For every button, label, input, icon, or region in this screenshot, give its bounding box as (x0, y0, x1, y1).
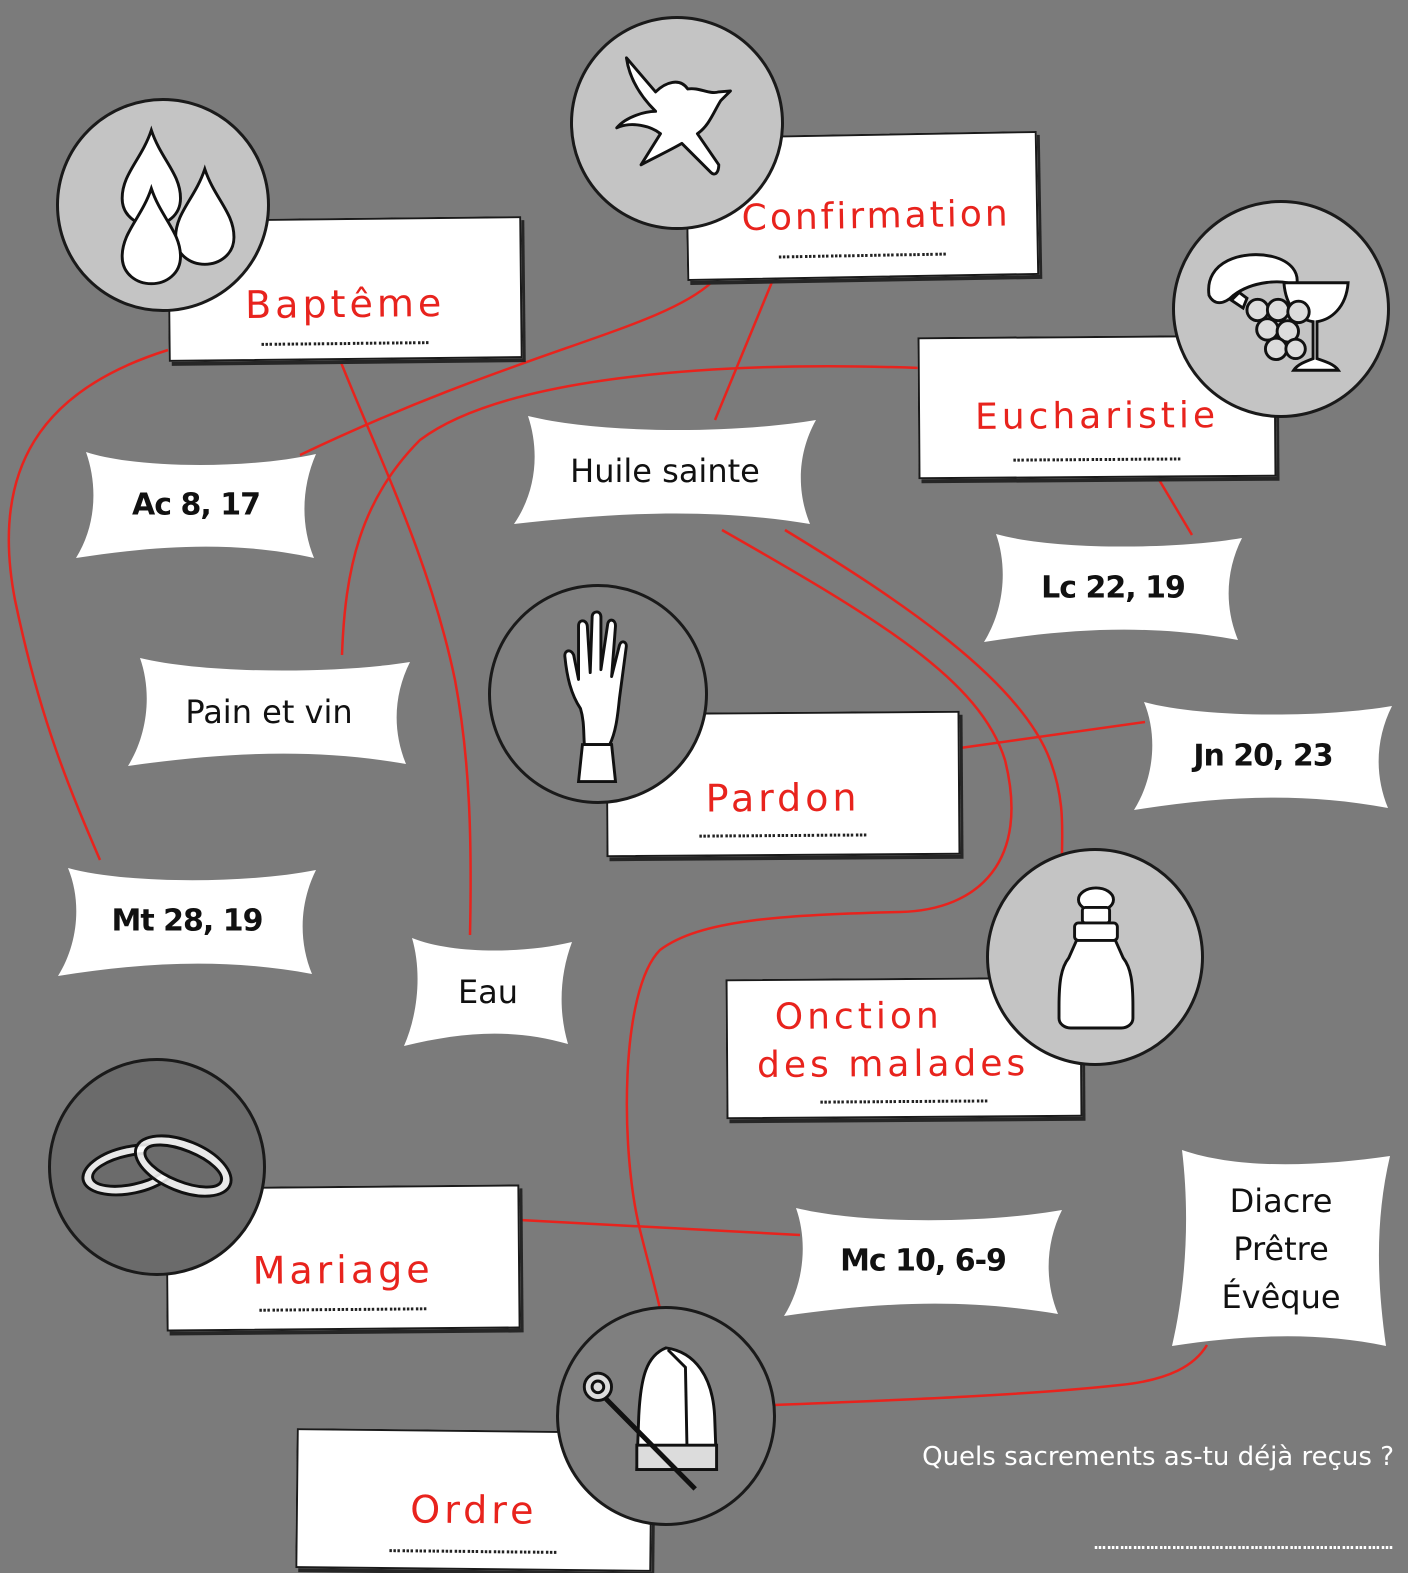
link-confirmation-ac (299, 281, 713, 457)
link-bapteme-eau (338, 359, 472, 936)
tag-pain[interactable]: Pain et vin (126, 654, 412, 770)
mariage-answer-blank[interactable]: ………………………………… (258, 1291, 429, 1317)
tag-ref-mc[interactable]: Mc 10, 6-9 (782, 1202, 1064, 1320)
confirmation-title: Confirmation (741, 193, 1011, 240)
ref-lc-text: Lc 22, 19 (1041, 570, 1186, 606)
dove-icon (615, 56, 732, 176)
link-huile-onction (784, 528, 1064, 856)
link-huile-ordre (625, 528, 1013, 1346)
tag-ref-mt[interactable]: Mt 28, 19 (56, 862, 318, 980)
tag-shape (514, 416, 816, 524)
water-drops-icon (120, 125, 236, 286)
oil-flask-icon (1057, 886, 1135, 1030)
huile-text: Huile sainte (570, 452, 760, 490)
tag-shape (1134, 702, 1392, 810)
blessing-hand-icon (563, 610, 628, 784)
tag-ref-ac[interactable]: Ac 8, 17 (74, 446, 318, 564)
tag-shape (984, 534, 1242, 642)
bapteme-answer-blank[interactable]: ………………………………… (260, 325, 431, 351)
eucharistie-title: Eucharistie (974, 395, 1220, 438)
link-bapteme-mt (7, 348, 169, 861)
tag-ref-jn[interactable]: Jn 20, 23 (1132, 698, 1394, 814)
question-text: Quels sacrements as-tu déjà reçus ? (922, 1442, 1394, 1472)
pardon-medallion (488, 584, 708, 804)
onction-title-line2: des malades (756, 1043, 1030, 1087)
pardon-answer-blank[interactable]: ………………………………… (698, 817, 869, 843)
ref-mc-text: Mc 10, 6-9 (840, 1243, 1007, 1279)
eucharistie-medallion (1172, 200, 1390, 418)
tag-ref-lc[interactable]: Lc 22, 19 (982, 530, 1244, 646)
bapteme-medallion (56, 98, 270, 312)
onction-answer-blank[interactable]: ………………………………… (819, 1083, 990, 1109)
confirmation-medallion (570, 16, 784, 230)
ref-jn-text: Jn 20, 23 (1193, 738, 1333, 774)
tag-shape (76, 452, 316, 558)
tag-ordres[interactable]: Diacre Prêtre Évêque (1170, 1146, 1392, 1352)
mitre-crozier-icon (582, 1346, 719, 1491)
tag-eau[interactable]: Eau (402, 934, 574, 1050)
ordres-text: Diacre Prêtre Évêque (1221, 1182, 1341, 1316)
link-mariage-mc (519, 1218, 801, 1237)
pain-text: Pain et vin (185, 693, 353, 731)
link-eucharistie-pain (340, 365, 921, 656)
wedding-rings-icon (81, 1134, 233, 1198)
tag-shape (404, 938, 572, 1046)
confirmation-answer-blank[interactable]: ………………………………… (777, 236, 948, 264)
mariage-medallion (48, 1058, 266, 1276)
onction-medallion (986, 848, 1204, 1066)
eau-text: Eau (457, 973, 519, 1011)
ref-mt-text: Mt 28, 19 (111, 903, 264, 939)
link-eucharistie-lc (1156, 477, 1194, 536)
tag-shape (784, 1208, 1062, 1316)
link-confirmation-huile (713, 281, 774, 421)
link-pardon-jn (959, 720, 1146, 750)
eucharistie-answer-blank[interactable]: ………………………………… (1012, 441, 1183, 467)
tag-shape (58, 868, 316, 976)
bread-grapes-chalice-icon (1207, 253, 1350, 372)
ordre-answer-blank[interactable]: ………………………………… (388, 1533, 559, 1559)
link-ordre-diacre (774, 1344, 1209, 1407)
tag-huile[interactable]: Huile sainte (512, 412, 818, 530)
ordre-medallion (556, 1306, 776, 1526)
ref-ac-text: Ac 8, 17 (132, 487, 261, 523)
tag-shape (1172, 1150, 1390, 1346)
tag-shape (128, 658, 410, 766)
question-answer-line[interactable]: …………………………………………………………… (1094, 1530, 1394, 1554)
